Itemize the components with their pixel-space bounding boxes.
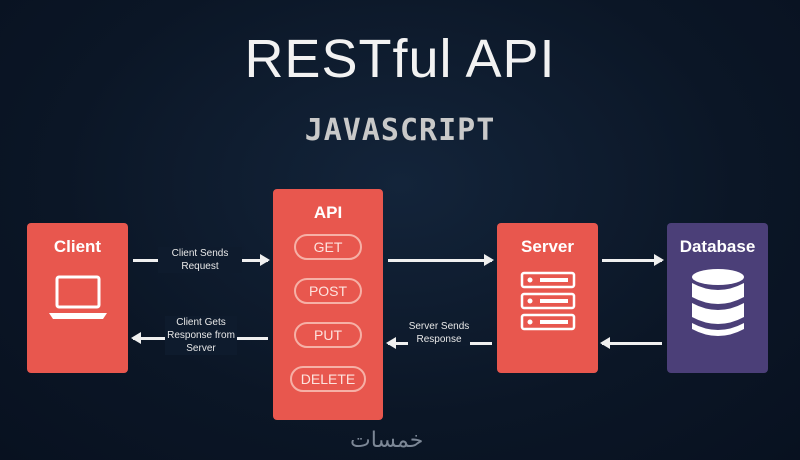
database-icon: [691, 269, 744, 336]
client-box: Client: [27, 223, 128, 373]
server-box: Server: [497, 223, 598, 373]
api-box: API GET POST PUT DELETE: [273, 189, 383, 420]
diagram-subtitle: JAVASCRIPT: [304, 113, 496, 148]
database-label: Database: [679, 237, 756, 256]
laptop-icon: [48, 275, 107, 319]
api-label: API: [313, 203, 343, 222]
client-gets-response-label: Client Gets Response from Server: [165, 316, 237, 355]
watermark: خمسات: [350, 428, 424, 453]
server-sends-response-label: Server Sends Response: [408, 320, 470, 346]
method-get: GET: [294, 234, 362, 260]
database-box: Database: [667, 223, 768, 373]
server-rack-icon: [520, 271, 575, 331]
server-label: Server: [521, 237, 574, 256]
method-put: PUT: [294, 322, 362, 348]
arrow-server-to-database: [602, 254, 664, 266]
method-post: POST: [294, 278, 362, 304]
arrow-api-to-server: [388, 254, 494, 266]
method-delete: DELETE: [290, 366, 366, 392]
client-label: Client: [53, 237, 102, 256]
client-sends-request-label: Client Sends Request: [158, 247, 242, 273]
diagram-title: RESTful API: [244, 29, 556, 89]
arrow-database-to-server: [600, 337, 662, 349]
